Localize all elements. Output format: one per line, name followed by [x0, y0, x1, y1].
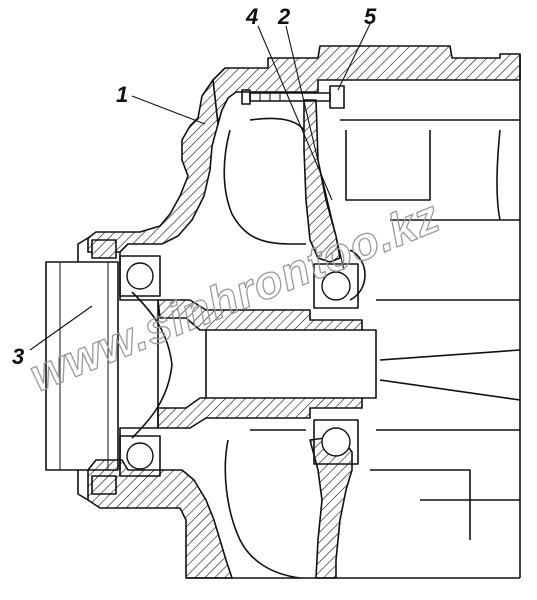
callout-3: 3 [12, 344, 24, 369]
right-bearing-upper [313, 263, 359, 309]
left-bearing-upper [119, 255, 161, 297]
watermark-text: www.sinhrontoo.kz [22, 189, 447, 401]
housing-left-wall [87, 79, 233, 579]
leader-lines [29, 23, 371, 351]
inner-casting-contours [186, 54, 521, 579]
left-bearing-lower [119, 435, 161, 477]
partition-wall [303, 99, 353, 579]
callout-2: 2 [277, 4, 291, 29]
housing-upper-wall [212, 45, 521, 125]
callout-5: 5 [364, 4, 377, 29]
seal-lower [91, 475, 117, 495]
leader-3 [29, 305, 93, 351]
seal-upper [91, 239, 117, 259]
leader-2 [285, 25, 345, 271]
leader-4 [257, 25, 333, 201]
right-bearing-lower [313, 419, 359, 465]
shaft-hub [157, 299, 377, 429]
gearbox-internals [340, 119, 521, 540]
leader-1 [131, 95, 206, 125]
leader-5 [337, 23, 371, 91]
callout-4: 4 [245, 4, 258, 29]
output-flange-item-3 [45, 237, 119, 501]
callout-1: 1 [116, 82, 128, 107]
